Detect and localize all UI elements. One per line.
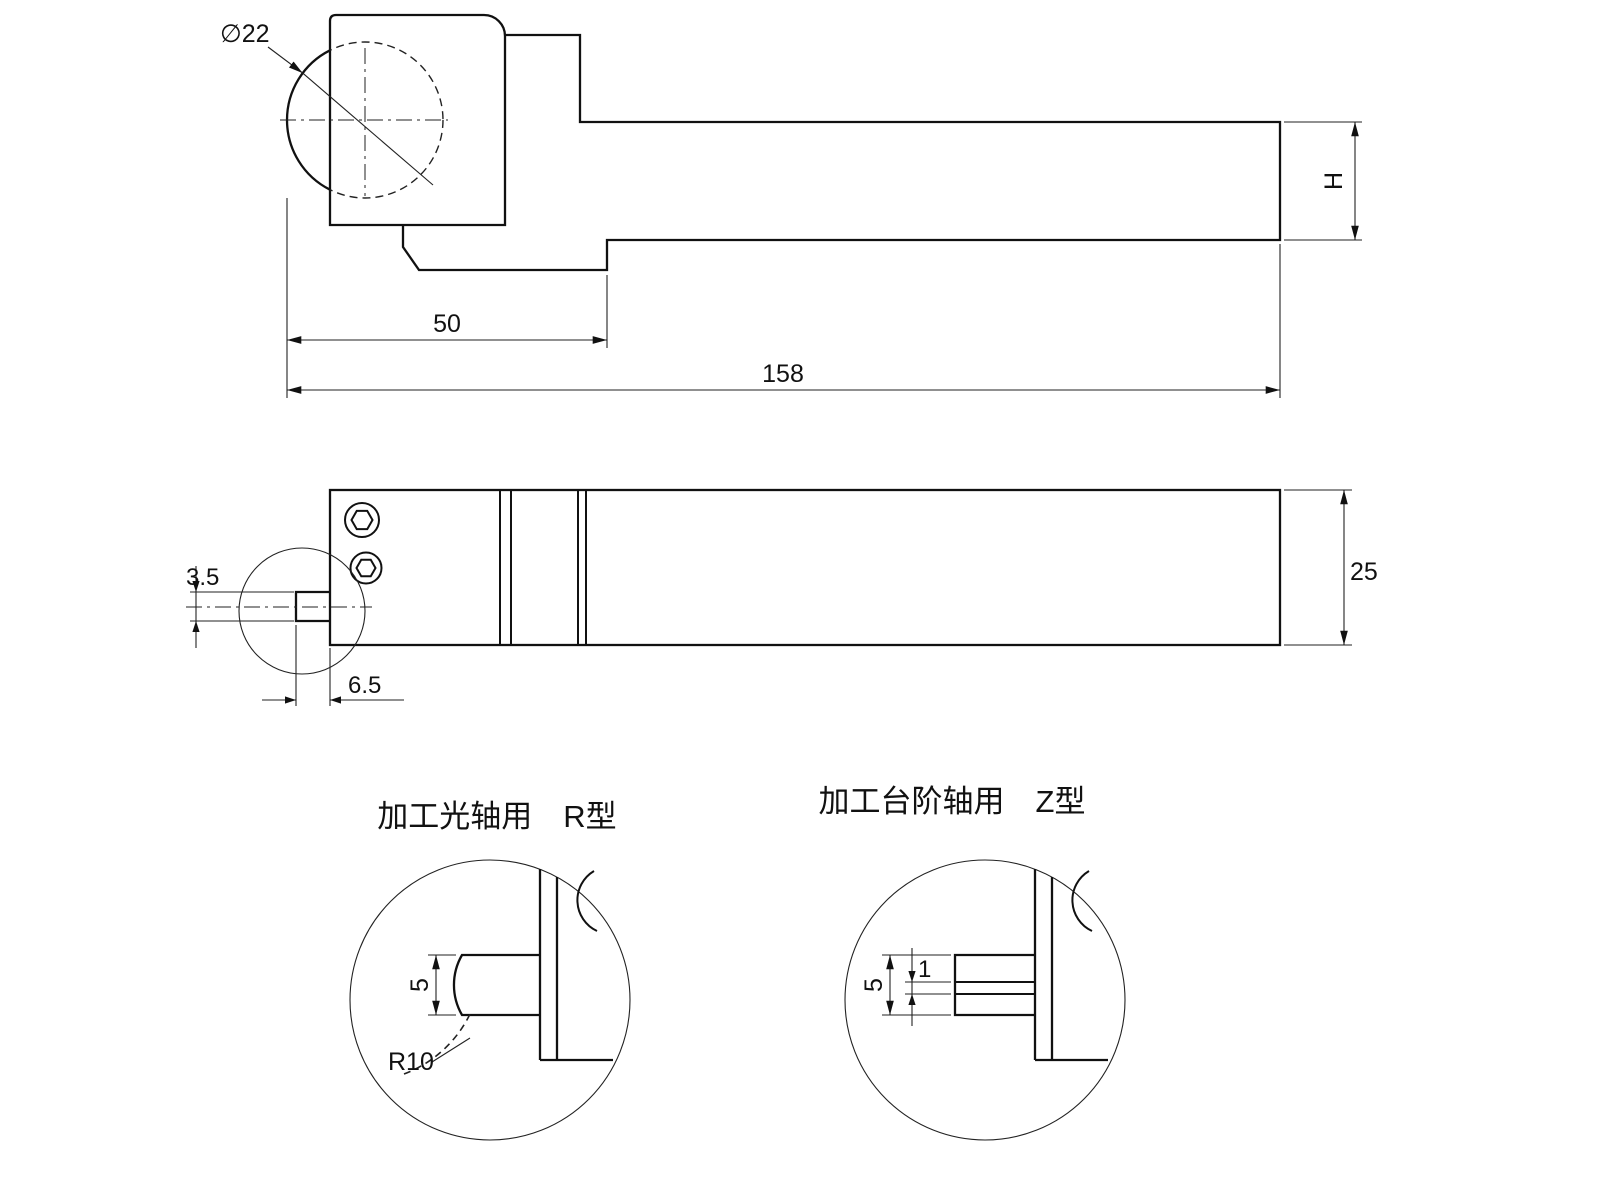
dim-arrow	[908, 994, 916, 1005]
detail-z-insert-profile	[953, 953, 1035, 1017]
tool-head-outline	[328, 13, 507, 227]
plan-view: 3.5 6.5 25	[186, 488, 1378, 706]
detail-r-title: 加工光轴用 R型	[377, 799, 616, 834]
dim-shank-width-label: 25	[1350, 558, 1378, 586]
detail-z-boundary-circle	[844, 859, 1126, 1141]
clamp-screw-top	[344, 502, 380, 538]
dim-arrow	[192, 621, 200, 632]
dim-head-length-label: 50	[433, 310, 461, 338]
hex-socket-bottom-icon	[355, 558, 377, 578]
detail-r-screw-arc	[576, 870, 598, 932]
insert-circle-hidden	[286, 41, 444, 199]
shank-plan-outline	[328, 488, 1282, 647]
dim-z-edge-label: 5	[860, 978, 888, 992]
dim-insert-width-label: 3.5	[186, 564, 219, 591]
dim-arrow	[285, 696, 296, 704]
dim-arrow	[330, 696, 341, 704]
dim-r-radius-label: R10	[388, 1048, 434, 1076]
dim-r-edge-label: 5	[406, 978, 434, 992]
hex-socket-top-icon	[350, 509, 374, 531]
detail-r-boundary-circle	[349, 859, 631, 1141]
dim-z-step-label: 1	[918, 956, 931, 983]
detail-r-insert-profile	[452, 953, 540, 1017]
detail-view-z: 加工台阶轴用 Z型 5 1	[819, 784, 1126, 1141]
detail-indicator-circle	[238, 547, 366, 675]
dim-height-label: H	[1320, 172, 1348, 190]
dim-insert-overhang-label: 6.5	[348, 672, 381, 699]
clamp-screw-bottom	[349, 551, 383, 585]
diameter-leader-extension	[302, 72, 434, 186]
side-view: ∅22 50 158 H	[220, 13, 1362, 398]
dim-arrow	[192, 581, 200, 592]
diameter-leader-arrow-line	[267, 46, 304, 74]
radius-leader-line	[431, 1037, 471, 1063]
dim-total-length-label: 158	[762, 360, 804, 388]
dim-arrow	[908, 971, 916, 982]
detail-z-screw-arc	[1071, 870, 1093, 932]
shank-outline	[401, 33, 1282, 272]
detail-z-title: 加工台阶轴用 Z型	[819, 784, 1086, 819]
dim-diameter-label: ∅22	[220, 20, 270, 48]
detail-view-r: 加工光轴用 R型 5 R10	[349, 799, 631, 1141]
